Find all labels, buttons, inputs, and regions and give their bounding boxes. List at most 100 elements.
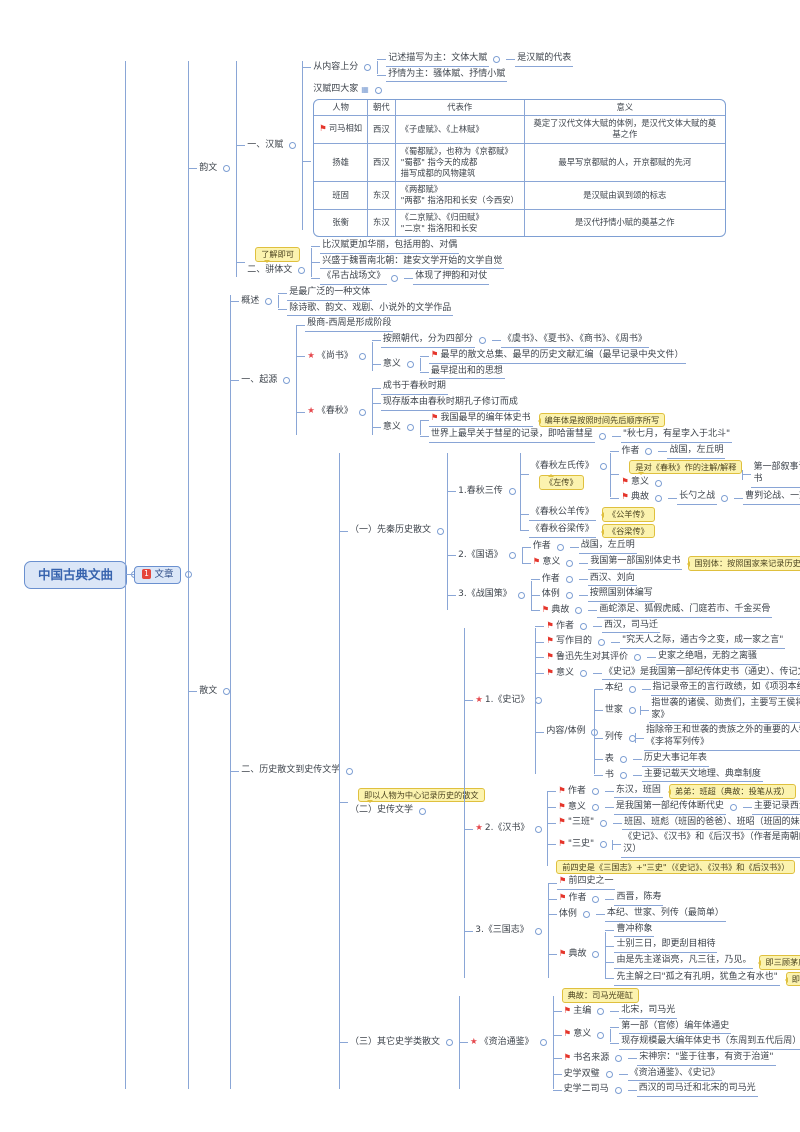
sanwen-branch[interactable]: 散文 — [197, 686, 232, 698]
collapse-handle-icon[interactable] — [565, 575, 573, 583]
collapse-handle-icon[interactable] — [729, 804, 737, 812]
topic-node[interactable]: ⚑写作目的 — [544, 636, 607, 648]
shiji-topic[interactable]: ★1.《史记》 — [473, 695, 544, 707]
topic-node[interactable]: 历史大事记年表 — [641, 753, 709, 767]
collapse-handle-icon[interactable] — [364, 64, 372, 72]
collapse-handle-icon[interactable] — [605, 1070, 613, 1078]
topic-node[interactable]: 由是先主遂诣亮，凡三往，乃见。即三顾茅庐 — [614, 954, 800, 970]
topic-node[interactable]: 长勺之战 — [677, 491, 730, 505]
topic-node[interactable]: ⚑意义 — [619, 477, 664, 489]
callout-note[interactable]: 弟弟：班超（典故：投笔从戎） — [667, 784, 796, 799]
xianqin-topic[interactable]: （一）先秦历史散文 — [348, 525, 446, 537]
collapse-handle-icon[interactable] — [600, 819, 608, 827]
topic-node[interactable]: 世家 — [603, 705, 638, 717]
topic-node[interactable]: 书 — [603, 770, 629, 782]
collapse-handle-icon[interactable] — [599, 463, 607, 471]
callout-note[interactable]: 即三顾茅庐 — [758, 954, 800, 970]
topic-node[interactable]: 除诗歌、韵文、戏剧、小说外的文学作品 — [287, 303, 454, 317]
collapse-handle-icon[interactable] — [591, 788, 599, 796]
collapse-handle-icon[interactable] — [591, 804, 599, 812]
topic-node[interactable]: 本纪、世家、列传（最简单） — [604, 908, 726, 922]
guoyu-topic[interactable]: 2.《国语》 — [456, 550, 518, 562]
collapse-handle-icon[interactable] — [597, 1031, 605, 1039]
collapse-handle-icon[interactable] — [615, 1055, 623, 1063]
collapse-handle-icon[interactable] — [539, 1039, 547, 1047]
collapse-handle-icon[interactable] — [436, 527, 444, 535]
shizhuan-topic[interactable]: （二）史传文学 — [348, 805, 428, 817]
collapse-handle-icon[interactable] — [600, 841, 608, 849]
topic-node[interactable]: 史家之绝唱，无韵之离骚 — [656, 651, 760, 665]
collapse-handle-icon[interactable] — [655, 479, 663, 487]
topic-node[interactable]: 曹冲称象 — [614, 924, 655, 938]
collapse-handle-icon[interactable] — [592, 951, 600, 959]
callout-note[interactable]: 了解即可 — [255, 247, 300, 263]
collapse-handle-icon[interactable] — [582, 911, 590, 919]
collapse-handle-icon[interactable] — [517, 591, 525, 599]
topic-node[interactable]: 内容/体例 — [544, 726, 600, 738]
topic-node[interactable]: 西汉的司马迁和北宋的司马光 — [636, 1083, 758, 1098]
topic-node[interactable]: 第一部（官修）编年体通史 — [619, 1021, 732, 1035]
topic-node[interactable]: 西汉、刘向 — [587, 573, 637, 587]
collapse-handle-icon[interactable] — [580, 670, 588, 678]
collapse-handle-icon[interactable] — [628, 685, 636, 693]
collapse-handle-icon[interactable] — [566, 559, 574, 567]
topic-node[interactable]: 主要记载天文地理、典章制度 — [641, 769, 763, 783]
root-topic[interactable]: 中国古典文曲 — [24, 560, 140, 590]
collapse-handle-icon[interactable] — [406, 361, 414, 368]
collapse-handle-icon[interactable] — [619, 771, 627, 779]
collapse-handle-icon[interactable] — [592, 895, 600, 903]
collapse-handle-icon[interactable] — [634, 654, 642, 662]
topic-node[interactable]: 按照朝代，分为四部分 — [380, 334, 488, 348]
topic-node[interactable]: 记述描写为主：文体大赋 — [386, 53, 502, 67]
zizhitongjian-topic[interactable]: ★《资治通鉴》 — [468, 1037, 549, 1049]
topic-node[interactable]: 指世袭的诸侯、勋贵们，主要写王侯将相，如《陈涉世家》 — [649, 698, 800, 724]
collapse-handle-icon[interactable] — [391, 274, 399, 282]
topic-node[interactable]: "秋七月，有星孛入于北斗" — [620, 429, 733, 444]
topic-node[interactable]: 意义 — [381, 359, 416, 371]
topic-node[interactable]: 《史记》、《汉书》和《后汉书》（作者是南朝的范晔，记录东汉） — [621, 832, 800, 858]
collapse-handle-icon[interactable] — [575, 607, 583, 615]
topic-node[interactable]: 成书于春秋时期 — [380, 381, 448, 395]
collapse-handle-icon[interactable] — [721, 494, 729, 502]
topic-node[interactable]: 战国，左丘明 — [578, 540, 637, 554]
topic-node[interactable]: 比汉赋更加华丽，包括用韵、对偶 — [320, 240, 460, 254]
collapse-handle-icon[interactable] — [358, 353, 366, 361]
collapse-handle-icon[interactable] — [580, 622, 588, 630]
collapse-handle-icon[interactable] — [418, 807, 426, 815]
topic-node[interactable]: 《史记》是我国第一部纪传体史书（通史）、传记文学开端 — [602, 667, 800, 681]
yunwen-branch[interactable]: 韵文 — [197, 163, 232, 175]
collapse-handle-icon[interactable] — [556, 543, 564, 551]
topic-node[interactable]: 表 — [603, 754, 629, 766]
hanfu-sidajia[interactable]: 汉赋四大家▦ — [311, 84, 384, 96]
topic-node[interactable]: 本纪 — [603, 683, 638, 695]
topic-node[interactable]: 体例 — [557, 909, 592, 921]
collapse-handle-icon[interactable] — [619, 756, 627, 764]
topic-node[interactable]: ⚑典故 — [557, 949, 602, 961]
topic-node[interactable]: ⚑意义 — [544, 668, 589, 680]
topic-node[interactable]: ⚑主编 — [562, 1006, 607, 1018]
collapse-handle-icon[interactable] — [223, 688, 231, 696]
topic-node[interactable]: ⚑鲁迅先生对其评价 — [544, 652, 643, 664]
callout-note[interactable]: 是对《春秋》作的注解/解释 — [629, 459, 743, 476]
topic-node[interactable]: 指除帝王和世袭的贵族之外的重要的人物、杰出人物，如《李将军列传》 — [644, 725, 800, 751]
topic-node[interactable]: 北宋，司马光 — [619, 1005, 678, 1019]
collapse-handle-icon[interactable] — [223, 165, 231, 173]
collapse-handle-icon[interactable] — [508, 551, 516, 559]
topic-node[interactable]: 《春秋公羊传》《公羊传》 — [528, 506, 655, 522]
topic-node[interactable]: 士别三日，即更刮目相待 — [614, 939, 718, 953]
topic-node[interactable]: 从内容上分 — [311, 62, 373, 74]
collapse-handle-icon[interactable] — [534, 927, 542, 935]
topic-node[interactable]: 是我国第一部纪传体断代史 — [613, 801, 739, 815]
topic-node[interactable]: ⚑最早的散文总集、最早的历史文献汇编（最早记录中央文件） — [428, 350, 686, 364]
zuozhuan-topic[interactable]: 《春秋左氏传》 — [529, 461, 609, 473]
callout-note[interactable]: 即如鱼得水 — [784, 971, 800, 987]
topic-node[interactable]: 我国第一部国别体史书国别体：按照国家来记录历史 — [588, 555, 800, 571]
callout-note[interactable]: 国别体：按照国家来记录历史 — [687, 555, 800, 571]
topic-node[interactable]: 《吊古战场文》 — [320, 271, 400, 285]
topic-node[interactable]: ⚑作者 — [556, 786, 601, 798]
callout-note[interactable]: 编年体是按照时间先后顺序所写 — [537, 412, 666, 428]
collapse-handle-icon[interactable] — [406, 424, 414, 432]
topic-node[interactable]: 现存规模最大编年体史书（东周到五代后周） — [619, 1036, 800, 1050]
callout-note[interactable]: 《谷梁传》 — [600, 523, 655, 539]
collapse-handle-icon[interactable] — [289, 141, 297, 149]
